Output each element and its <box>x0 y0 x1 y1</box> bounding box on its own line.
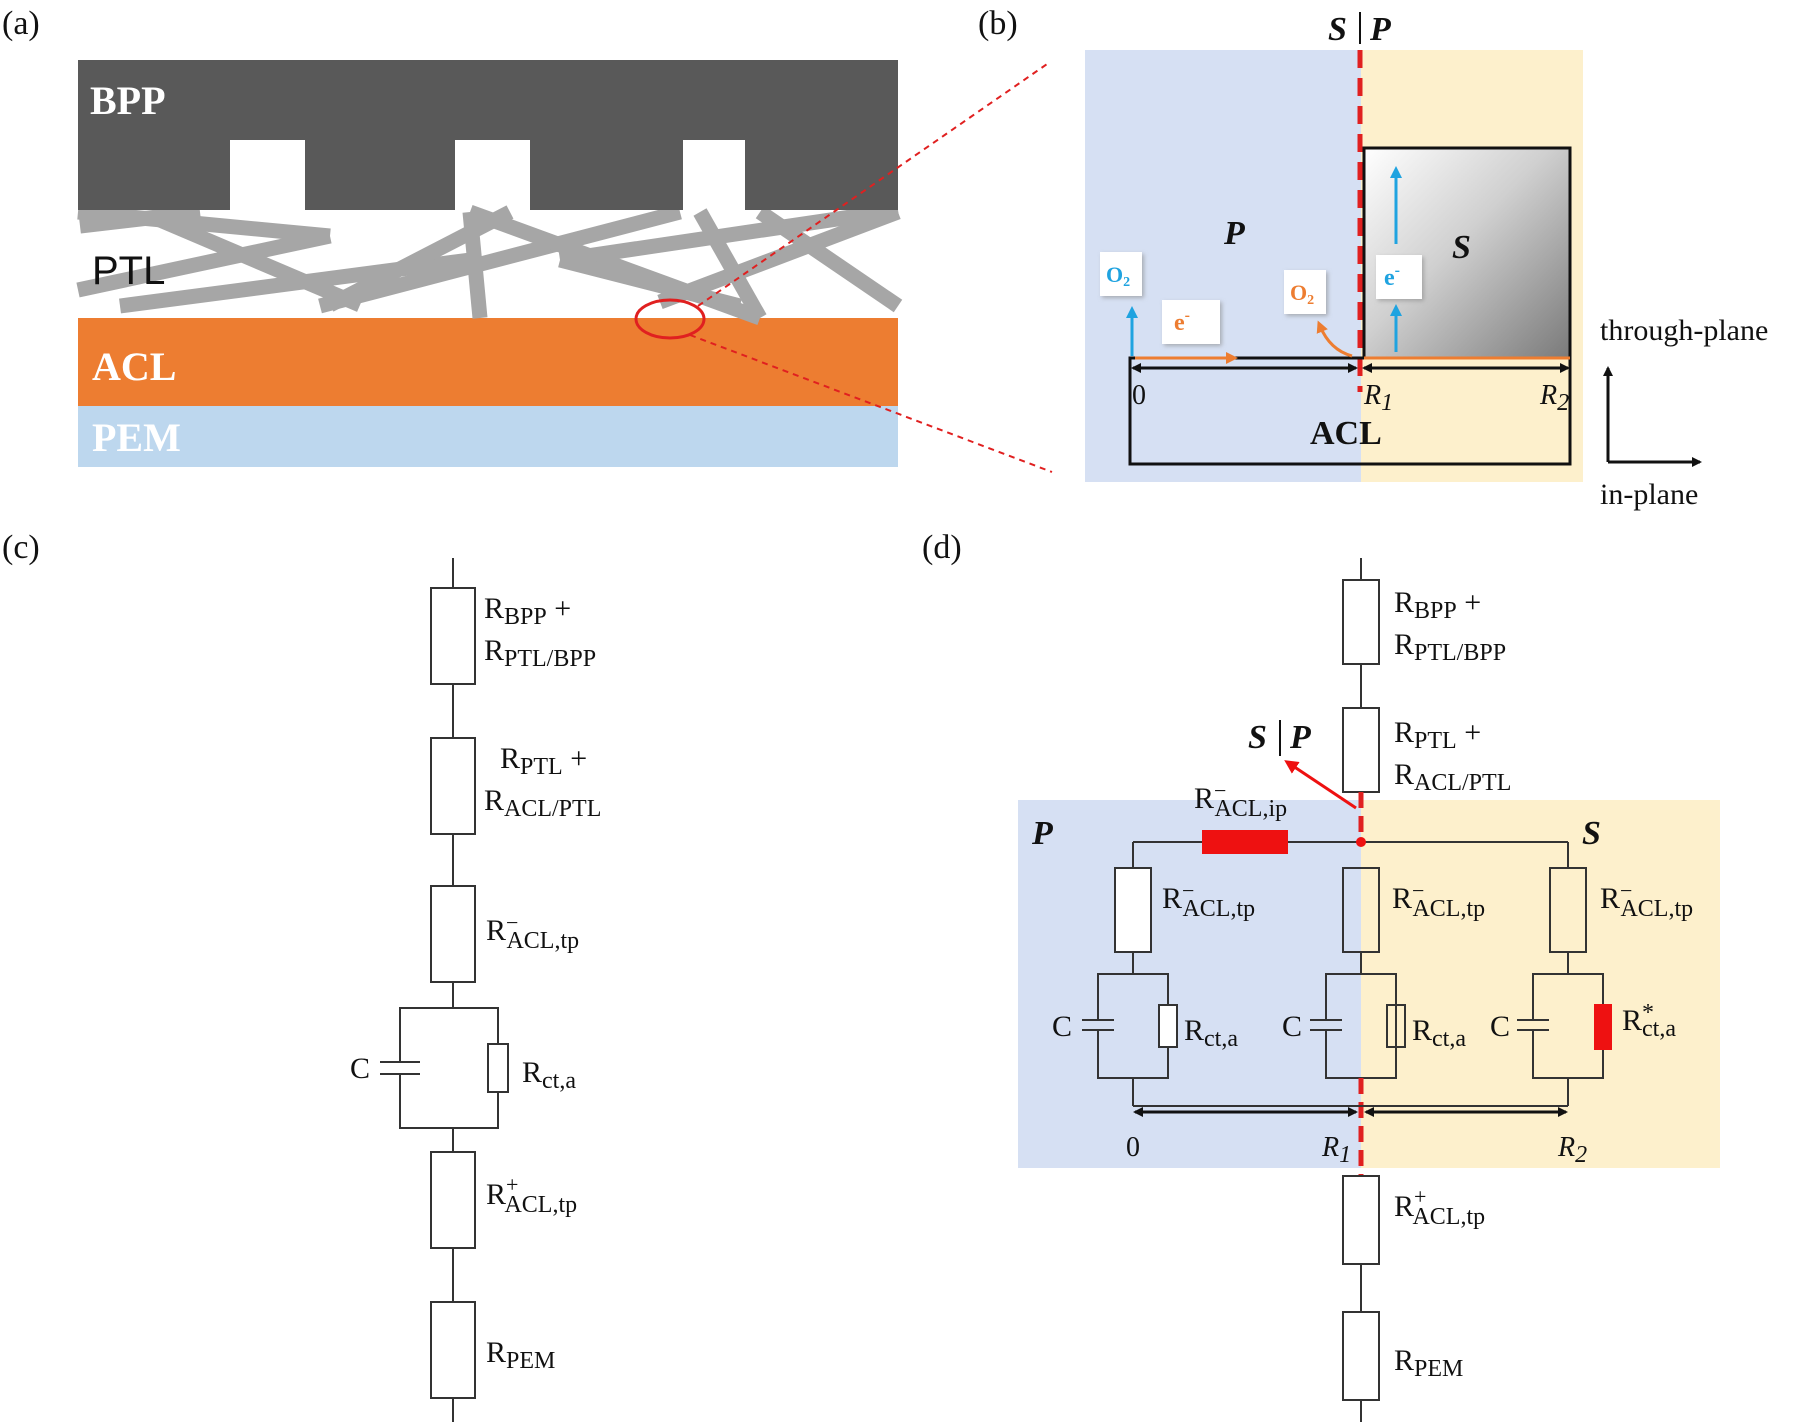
interface-s-label: S <box>1328 11 1347 48</box>
interface-p-label: P <box>1369 11 1391 48</box>
d-right-parallel <box>1532 973 1604 1079</box>
c-label-rct: Rct,a <box>522 1056 576 1094</box>
o2-mid-box <box>1284 270 1326 314</box>
c-label-ptl: RPTL + <box>500 742 587 780</box>
acl-domain-box <box>1128 356 1572 466</box>
d-interface-s-label: S <box>1248 719 1267 756</box>
c-label-bpp: RBPP + <box>484 592 571 630</box>
d-label-bpp: RBPP + <box>1394 586 1481 624</box>
c-label-ptl-bpp: RPTL/BPP <box>484 634 596 672</box>
c-label-acl-tp-minus: R−ACL,tp <box>486 910 579 954</box>
d-interface-pointer <box>1284 760 1357 810</box>
e-right-box <box>1376 255 1422 299</box>
c-label-capacitor: C <box>350 1052 370 1085</box>
pem-label: PEM <box>92 415 181 460</box>
d-label-acl-ptl: RACL/PTL <box>1394 758 1511 796</box>
c-resistor-ptl <box>430 737 476 835</box>
c-resistor-acl-tp-plus <box>430 1151 476 1249</box>
d-label-ptl: RPTL + <box>1394 716 1481 754</box>
d-resistor-acl-tp-plus <box>1342 1175 1380 1265</box>
pos-0-label: 0 <box>1132 380 1146 411</box>
d-left-resistor-rct <box>1158 1004 1178 1048</box>
zoom-line-top <box>697 61 1051 307</box>
c-resistor-bpp <box>430 587 476 685</box>
d-pos-0-label: 0 <box>1126 1132 1140 1163</box>
d-left-resistor-acl-tp <box>1114 867 1152 953</box>
d-region-p-label: P <box>1031 815 1053 852</box>
panel-c-label: (c) <box>2 529 40 566</box>
panel-d-label: (d) <box>922 529 962 566</box>
acl-domain-label: ACL <box>1310 415 1382 452</box>
zoom-highlight-ellipse <box>634 298 706 340</box>
c-label-pem: RPEM <box>486 1336 555 1374</box>
d-resistor-acl-ip <box>1202 830 1288 854</box>
d-mid-label-c: C <box>1282 1010 1302 1043</box>
d-left-label-c: C <box>1052 1010 1072 1043</box>
d-mid-resistor-rct <box>1386 1004 1406 1048</box>
c-parallel-loop <box>399 1007 499 1129</box>
d-mid-parallel <box>1325 973 1397 1079</box>
c-resistor-acl-tp-minus <box>430 885 476 983</box>
panel-b: (b) S P P S O2 e- O2 e- 0 R1 <box>978 5 1768 511</box>
d-mid-label-acl-tp: R−ACL,tp <box>1392 878 1485 922</box>
o2-mid-arrow <box>1316 320 1353 358</box>
d-left-label-acl-tp: R−ACL,tp <box>1162 878 1255 922</box>
acl-label: ACL <box>92 344 176 389</box>
acl-layer <box>78 318 898 406</box>
panel-a: (a) BPP PTL ACL PEM <box>2 5 1053 473</box>
panel-c: (c) RBPP + RPTL/BPP RPTL + RACL/PTL R−AC… <box>2 529 601 1422</box>
e-left-box <box>1162 300 1220 344</box>
d-resistor-ptl <box>1342 707 1380 793</box>
pem-layer <box>78 405 898 467</box>
d-right-label-rct-star: R*ct,a <box>1622 1000 1676 1042</box>
panel-d: (d) RBPP + RPTL/BPP RPTL + RACL/PTL S P … <box>922 529 1720 1422</box>
panel-a-label: (a) <box>2 5 40 42</box>
d-label-ptl-bpp: RPTL/BPP <box>1394 628 1506 666</box>
panel-b-label: (b) <box>978 5 1018 42</box>
d-mid-label-rct: Rct,a <box>1412 1014 1466 1052</box>
d-label-pem: RPEM <box>1394 1344 1463 1382</box>
s-particle-box <box>1362 146 1572 360</box>
ptl-fibers <box>76 202 903 326</box>
d-label-acl-tp-plus: R+ACL,tp <box>1394 1184 1485 1230</box>
bpp-plate <box>78 60 898 210</box>
d-region-s-label: S <box>1582 815 1601 852</box>
d-label-acl-ip: R−ACL,ip <box>1194 778 1287 822</box>
o2-left-box <box>1100 252 1142 296</box>
bpp-label: BPP <box>90 78 166 123</box>
region-s-label: S <box>1452 229 1471 266</box>
d-right-label-acl-tp: R−ACL,tp <box>1600 878 1693 922</box>
through-plane-label: through-plane <box>1600 314 1768 347</box>
c-resistor-pem <box>430 1301 476 1399</box>
d-left-label-rct: Rct,a <box>1184 1014 1238 1052</box>
d-right-label-c: C <box>1490 1010 1510 1043</box>
c-resistor-rct <box>487 1043 509 1093</box>
c-label-acl-ptl: RACL/PTL <box>484 784 601 822</box>
d-left-parallel <box>1097 973 1169 1079</box>
region-p-label: P <box>1223 215 1245 252</box>
c-label-acl-tp-plus: R+ACL,tp <box>486 1172 577 1218</box>
d-interface-p-label: P <box>1289 719 1311 756</box>
d-interface-node <box>1356 837 1366 847</box>
in-plane-label: in-plane <box>1600 478 1698 511</box>
d-resistor-pem <box>1342 1311 1380 1401</box>
ptl-label: PTL <box>92 249 165 293</box>
d-resistor-bpp <box>1342 579 1380 665</box>
d-right-resistor-rct-star <box>1594 1004 1612 1050</box>
zoom-line-bottom <box>689 334 1053 473</box>
